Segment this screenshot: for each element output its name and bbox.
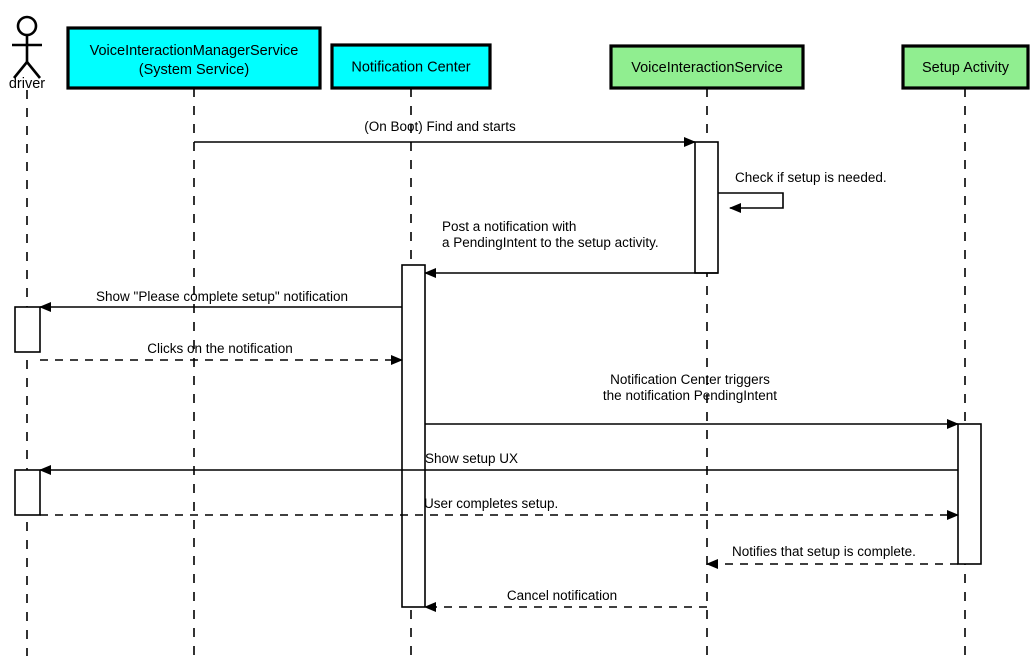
participant-box-voice-interaction-service[interactable] — [609, 44, 805, 90]
actor-leg-right-icon — [25, 61, 42, 79]
message-label: (On Boot) Find and starts — [364, 119, 516, 134]
participant-vims[interactable]: VoiceInteractionManagerService (System Se… — [66, 26, 322, 90]
participant-headers-layer: driver VoiceInteractionManagerService (Sys… — [9, 15, 1030, 92]
participant-label-notification-center: Notification Center — [351, 60, 470, 76]
participant-box-notification-center[interactable] — [330, 43, 492, 90]
activation-bar-driver — [14, 306, 41, 353]
activation-bar-voice-interaction-service — [694, 141, 719, 274]
message-label: a PendingIntent to the setup activity. — [442, 235, 659, 250]
participant-driver[interactable]: driver — [9, 15, 45, 92]
message-label: Cancel notification — [507, 588, 617, 603]
message-label: User completes setup. — [424, 496, 558, 511]
msg-user-completes-setup[interactable]: User completes setup. — [40, 496, 959, 520]
actor-leg-left-icon — [12, 61, 29, 79]
msg-on-boot-find-and-starts[interactable]: (On Boot) Find and starts — [194, 119, 696, 147]
message-label: Show setup UX — [425, 451, 518, 466]
participant-sublabel-vims: (System Service) — [139, 62, 249, 78]
actor-head-icon — [16, 15, 38, 37]
msg-check-if-setup-is-needed[interactable]: Check if setup is needed. — [718, 170, 887, 213]
msg-clicks-on-the-notification[interactable]: Clicks on the notification — [40, 341, 403, 365]
activation-bar-setup-activity — [957, 423, 982, 565]
participant-label-voice-interaction-service: VoiceInteractionService — [631, 60, 783, 76]
participant-label-setup-activity: Setup Activity — [922, 60, 1010, 76]
participant-label-vims: VoiceInteractionManagerService — [90, 43, 299, 59]
activation-bar-notification-center — [401, 264, 426, 608]
message-label: Notifies that setup is complete. — [732, 544, 916, 559]
participant-box-setup-activity[interactable] — [901, 44, 1030, 90]
message-label: Check if setup is needed. — [735, 170, 887, 185]
message-label: Notification Center triggers — [610, 372, 770, 387]
activation-bars-layer — [14, 141, 982, 608]
activation-bar-driver — [14, 469, 41, 516]
message-label: Post a notification with — [442, 219, 576, 234]
message-line — [718, 192, 784, 213]
participant-notification-center[interactable]: Notification Center — [330, 43, 492, 90]
message-label: the notification PendingIntent — [603, 388, 777, 403]
msg-notifies-that-setup-is-complete[interactable]: Notifies that setup is complete. — [706, 544, 958, 569]
participant-voice-interaction-service[interactable]: VoiceInteractionService — [609, 44, 805, 90]
msg-show-please-complete-setup-notification[interactable]: Show "Please complete setup" notificatio… — [39, 289, 402, 312]
participant-box-vims[interactable] — [66, 26, 322, 90]
msg-cancel-notification[interactable]: Cancel notification — [424, 588, 707, 612]
participant-label-driver: driver — [9, 76, 45, 92]
participant-setup-activity[interactable]: Setup Activity — [901, 44, 1030, 90]
msg-show-setup-ux[interactable]: Show setup UX — [39, 451, 958, 475]
message-label: Clicks on the notification — [147, 341, 293, 356]
message-label: Show "Please complete setup" notificatio… — [96, 289, 348, 304]
